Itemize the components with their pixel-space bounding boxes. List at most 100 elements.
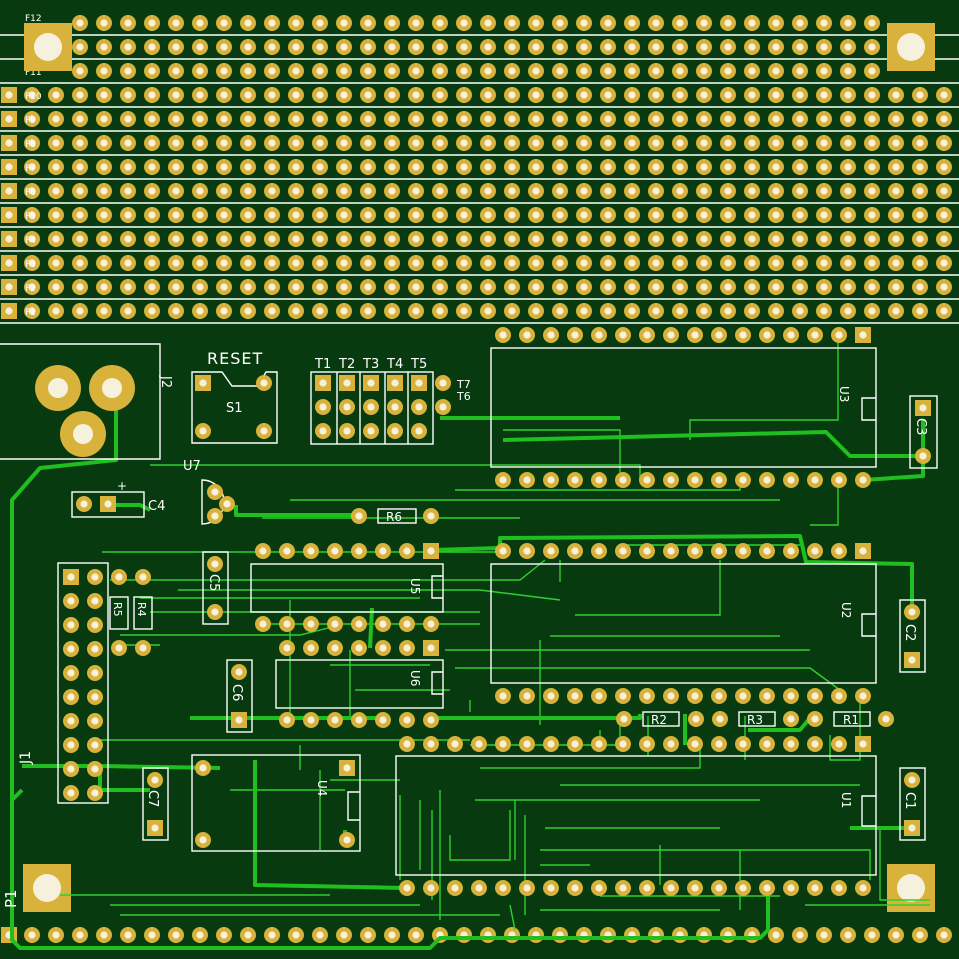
r5-pin — [111, 569, 127, 585]
t-header-pin — [315, 423, 331, 439]
strip-hole — [456, 255, 472, 271]
c1-pin — [904, 820, 920, 836]
strip-hole — [336, 15, 352, 31]
strip-hole — [480, 303, 496, 319]
strip-hole — [456, 39, 472, 55]
strip-hole — [864, 279, 880, 295]
strip-hole — [144, 159, 160, 175]
p1-header-hole — [840, 927, 856, 943]
strip-hole — [888, 135, 904, 151]
label-u7: U7 — [183, 459, 201, 474]
label-c4-plus: + — [117, 479, 127, 493]
p1-header-hole — [192, 927, 208, 943]
strip-hole — [480, 255, 496, 271]
strip-hole — [696, 255, 712, 271]
strip-hole — [312, 303, 328, 319]
c2-pin — [904, 604, 920, 620]
u5-pin — [375, 616, 391, 632]
strip-hole — [624, 207, 640, 223]
strip-hole — [528, 231, 544, 247]
p1-header-hole — [288, 927, 304, 943]
strip-hole — [96, 111, 112, 127]
strip-hole — [552, 183, 568, 199]
strip-hole — [216, 279, 232, 295]
strip-hole — [288, 15, 304, 31]
u6-pin — [327, 640, 343, 656]
c7-pin — [147, 772, 163, 788]
label-t3: T3 — [362, 357, 379, 372]
strip-hole — [696, 303, 712, 319]
u2-pin — [855, 688, 871, 704]
strip-hole — [144, 87, 160, 103]
u1-pin — [783, 736, 799, 752]
strip-hole — [288, 303, 304, 319]
strip-hole — [144, 63, 160, 79]
strip-hole — [600, 111, 616, 127]
strip-hole — [912, 87, 928, 103]
strip-hole — [912, 183, 928, 199]
strip-hole — [216, 39, 232, 55]
strip-hole — [288, 207, 304, 223]
strip-hole — [792, 111, 808, 127]
j1-pin — [87, 617, 103, 633]
strip-hole — [168, 39, 184, 55]
j1-pin — [87, 593, 103, 609]
j1-pin — [63, 641, 79, 657]
strip-hole — [192, 207, 208, 223]
u7-pin — [207, 508, 223, 524]
strip-hole — [576, 207, 592, 223]
strip-hole — [72, 255, 88, 271]
u2-pin — [519, 543, 535, 559]
label-r2: R2 — [651, 713, 667, 727]
label-t1: T1 — [314, 357, 331, 372]
strip-hole — [792, 63, 808, 79]
strip-hole — [576, 63, 592, 79]
c3-pin — [915, 400, 931, 416]
strip-hole — [864, 135, 880, 151]
label-reset: RESET — [207, 349, 263, 368]
strip-hole — [768, 207, 784, 223]
strip-hole — [744, 135, 760, 151]
strip-hole — [120, 135, 136, 151]
strip-hole — [432, 303, 448, 319]
strip-end-pad — [1, 135, 17, 151]
strip-hole — [528, 63, 544, 79]
strip-hole — [936, 111, 952, 127]
strip-hole — [384, 111, 400, 127]
u7-pin — [207, 484, 223, 500]
u3-pin — [687, 472, 703, 488]
u1-pin — [855, 880, 871, 896]
strip-hole — [720, 303, 736, 319]
strip-hole — [456, 87, 472, 103]
p1-header-hole — [792, 927, 808, 943]
strip-hole — [432, 15, 448, 31]
u3-pin — [711, 472, 727, 488]
row-label: F11 — [25, 68, 42, 78]
strip-hole — [360, 39, 376, 55]
row-label: F1 — [25, 308, 36, 318]
strip-hole — [336, 255, 352, 271]
strip-hole — [624, 15, 640, 31]
strip-hole — [936, 159, 952, 175]
strip-hole — [48, 279, 64, 295]
row-label: F8 — [25, 140, 36, 150]
u2-pin — [519, 688, 535, 704]
p1-header-hole — [672, 927, 688, 943]
strip-hole — [600, 135, 616, 151]
mounting-pad-top-left — [24, 23, 72, 71]
strip-hole — [480, 111, 496, 127]
strip-hole — [384, 183, 400, 199]
strip-hole — [696, 111, 712, 127]
strip-hole — [72, 231, 88, 247]
u2-pin — [783, 543, 799, 559]
strip-hole — [552, 87, 568, 103]
u3-pin — [807, 472, 823, 488]
strip-hole — [528, 159, 544, 175]
u3-pin — [543, 472, 559, 488]
strip-hole — [96, 183, 112, 199]
strip-hole — [192, 39, 208, 55]
strip-hole — [840, 207, 856, 223]
strip-hole — [120, 63, 136, 79]
strip-hole — [96, 63, 112, 79]
strip-hole — [384, 135, 400, 151]
